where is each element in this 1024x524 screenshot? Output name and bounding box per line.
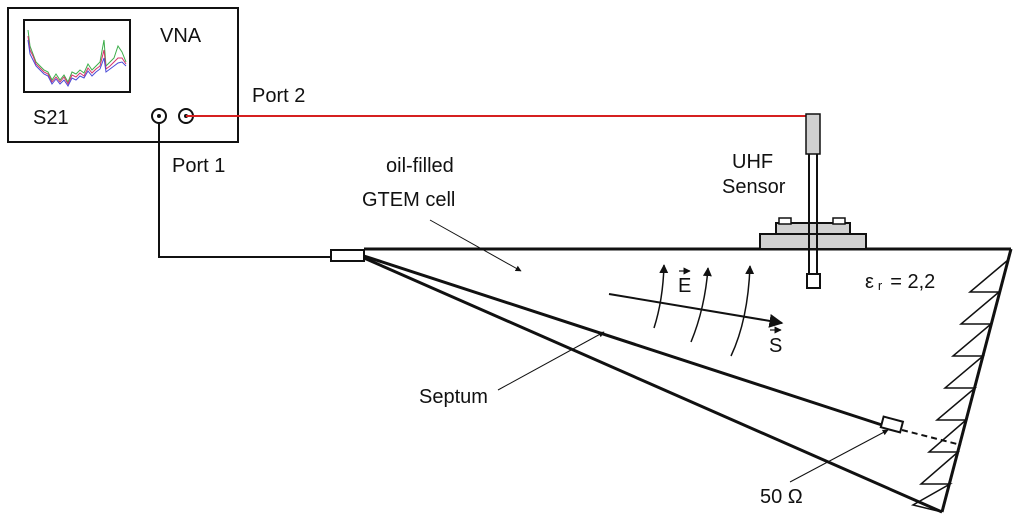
- port-1-cable: [158, 123, 331, 258]
- sensor-mount-base: [759, 233, 867, 250]
- septum-label: Septum: [419, 386, 488, 408]
- vna-label: VNA: [160, 25, 202, 47]
- epsilon-subscript: r: [878, 278, 883, 293]
- e-vector-text: E: [678, 275, 691, 297]
- epsilon-symbol: ε: [865, 271, 874, 293]
- gtem-bottom-wall: [363, 256, 943, 514]
- poynting-vector-arrow: [608, 293, 784, 328]
- epsilon-value: = 2,2: [890, 271, 935, 293]
- s-vector-text: S: [769, 335, 782, 357]
- e-field-line-1: [653, 264, 669, 329]
- load-label: 50 Ω: [760, 486, 803, 508]
- termination-resistor: [879, 415, 905, 434]
- port-2-label: Port 2: [252, 85, 305, 107]
- e-field-lines: [653, 264, 755, 357]
- uhf-sensor: [759, 113, 867, 289]
- port-1-label: Port 1: [172, 155, 225, 177]
- sensor-mount-knob-left: [778, 217, 792, 225]
- sensor-mount-knob-right: [832, 217, 846, 225]
- s-vector-label: S: [769, 326, 782, 357]
- trace-red: [27, 35, 127, 86]
- gtem-back-wall: [940, 248, 1013, 513]
- vna-instrument: VNA S21: [7, 7, 239, 143]
- trace-blue: [27, 39, 127, 87]
- load-pointer: [789, 429, 889, 483]
- s21-label: S21: [33, 107, 69, 129]
- vna-screen: [23, 19, 131, 93]
- e-field-line-3: [730, 265, 755, 357]
- absorber-zigzag-icon: [910, 259, 1009, 513]
- sensor-head: [805, 113, 821, 155]
- port-1-connector-icon: [151, 108, 167, 124]
- gtem-feed-connector: [330, 249, 365, 262]
- e-vector-label: E: [678, 267, 691, 297]
- e-field-line-2: [690, 267, 712, 343]
- septum-termination-dashed: [901, 429, 962, 446]
- sensor-label: Sensor: [722, 176, 786, 198]
- uhf-label: UHF: [732, 151, 773, 173]
- oil-filled-label: oil-filled: [386, 155, 454, 177]
- vna-screen-traces: [27, 29, 127, 87]
- septum-pointer: [497, 331, 605, 391]
- gtem-cell-label: GTEM cell: [362, 189, 455, 211]
- gtem-cell: [330, 247, 1013, 514]
- sensor-tip: [806, 273, 821, 289]
- trace-green: [27, 29, 127, 84]
- septum: [363, 254, 883, 427]
- sensor-mount-top: [775, 222, 851, 235]
- gtem-cell-pointer: [429, 219, 522, 272]
